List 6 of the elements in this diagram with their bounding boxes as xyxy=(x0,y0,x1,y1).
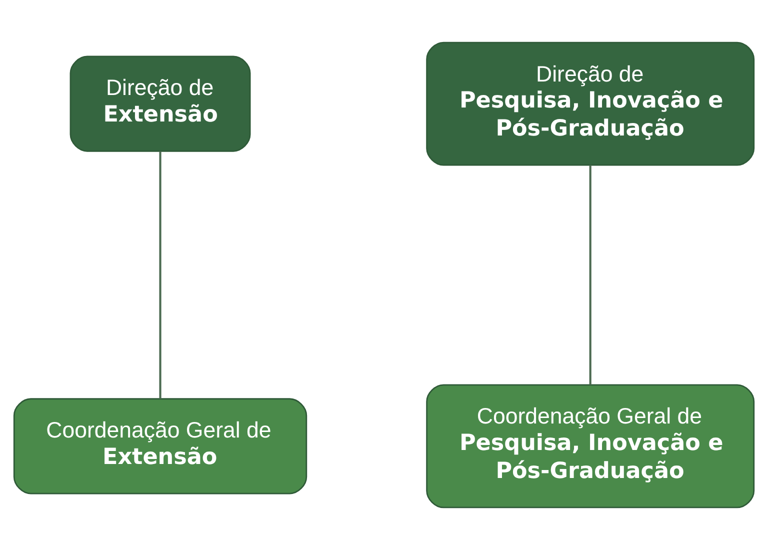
connector xyxy=(589,165,592,385)
node-box: Coordenação Geral de Pesquisa, Inovação e Pós-Graduação xyxy=(426,384,755,508)
connector xyxy=(159,151,162,399)
node-box: Direção de Extensão xyxy=(70,56,251,152)
node-box: Direção de Pesquisa, Inovação e Pós-Graduação xyxy=(426,42,755,166)
node-box: Coordenação Geral de Extensão xyxy=(13,398,308,494)
